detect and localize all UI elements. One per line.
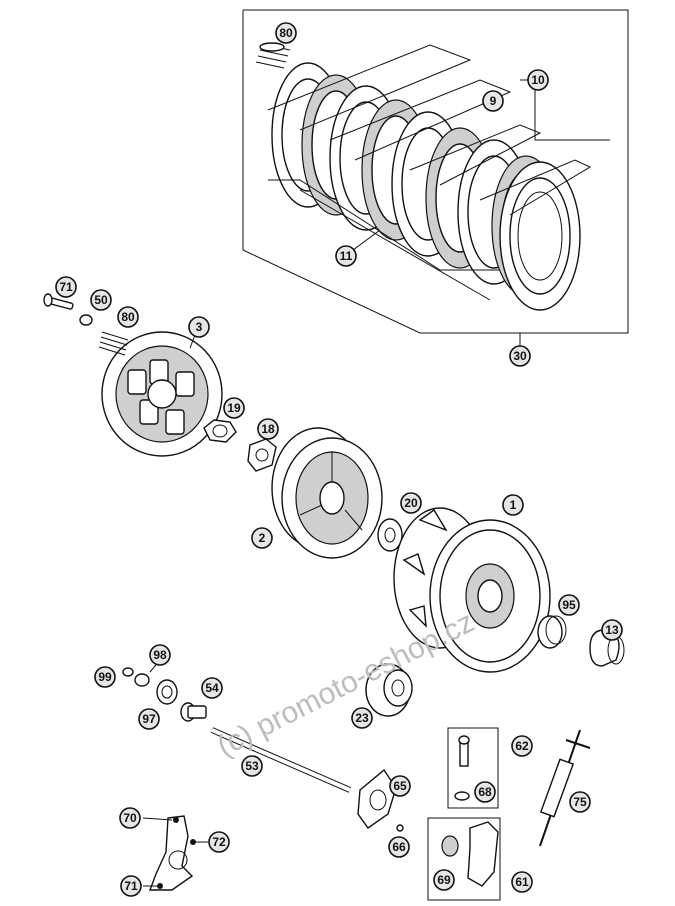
callout-65: 65 xyxy=(389,775,411,797)
callout-number: 98 xyxy=(153,648,167,662)
callout-number: 71 xyxy=(59,280,73,294)
callout-number: 62 xyxy=(515,739,529,753)
needle-bearing xyxy=(537,615,567,649)
inner-clutch-hub xyxy=(271,427,383,559)
primary-gear xyxy=(365,663,413,717)
callout-2: 2 xyxy=(251,527,273,549)
callout-number: 53 xyxy=(245,759,259,773)
callout-3: 3 xyxy=(188,316,210,338)
callout-1: 1 xyxy=(502,494,524,516)
callout-54: 54 xyxy=(201,677,223,699)
callout-68: 68 xyxy=(474,781,496,803)
callout-number: 54 xyxy=(205,681,219,695)
callout-number: 65 xyxy=(393,779,407,793)
callout-number: 11 xyxy=(340,249,353,263)
callout-number: 19 xyxy=(227,401,241,415)
callout-95: 95 xyxy=(558,594,580,616)
callout-70: 70 xyxy=(119,807,141,829)
callout-97: 97 xyxy=(138,708,160,730)
callout-30: 30 xyxy=(509,345,531,367)
bolt-washer-spring xyxy=(43,293,129,356)
callout-18: 18 xyxy=(257,418,279,440)
callout-62: 62 xyxy=(511,735,533,757)
callout-number: 23 xyxy=(355,711,369,725)
callout-80: 80 xyxy=(275,22,297,44)
callout-66: 66 xyxy=(388,836,410,858)
callout-71: 71 xyxy=(120,875,142,897)
callout-number: 61 xyxy=(515,875,529,889)
callout-13: 13 xyxy=(601,619,623,641)
callout-number: 80 xyxy=(279,26,293,40)
callout-number: 20 xyxy=(404,496,418,510)
syringe-tool xyxy=(539,729,591,847)
clutch-disc-stack xyxy=(267,44,610,311)
callout-20: 20 xyxy=(400,492,422,514)
callout-9: 9 xyxy=(482,90,504,112)
callout-10: 10 xyxy=(527,69,549,91)
callout-number: 1 xyxy=(510,498,517,512)
slave-cylinder-box xyxy=(427,817,501,901)
clutch-lever-bracket xyxy=(142,815,208,891)
callout-number: 3 xyxy=(196,320,203,334)
thrust-washer xyxy=(377,518,403,552)
callout-99: 99 xyxy=(94,666,116,688)
callout-98: 98 xyxy=(149,644,171,666)
pressure-plate xyxy=(101,331,223,457)
callout-number: 13 xyxy=(605,623,619,637)
callout-23: 23 xyxy=(351,707,373,729)
callout-number: 30 xyxy=(513,349,527,363)
callout-71: 71 xyxy=(55,276,77,298)
callout-number: 69 xyxy=(437,873,451,887)
callout-number: 2 xyxy=(259,531,266,545)
nut-and-lockwasher xyxy=(203,419,277,472)
callout-labels: 80 10 9 11 30 71 50 80 3 19 18 20 1 2 95 13 98 99 54 97 23 62… xyxy=(55,22,623,897)
callout-number: 68 xyxy=(478,785,492,799)
callout-61: 61 xyxy=(511,871,533,893)
spring-top xyxy=(255,33,291,69)
callout-80: 80 xyxy=(117,306,139,328)
outer-clutch-basket xyxy=(393,507,551,673)
callout-11: 11 xyxy=(335,245,357,267)
callout-number: 80 xyxy=(121,310,135,324)
callout-number: 9 xyxy=(490,94,497,108)
callout-number: 50 xyxy=(94,293,108,307)
callout-number: 75 xyxy=(573,795,587,809)
callout-50: 50 xyxy=(90,289,112,311)
bleeder-box xyxy=(447,727,499,809)
callout-number: 72 xyxy=(212,835,226,849)
callout-number: 99 xyxy=(98,670,112,684)
callout-number: 95 xyxy=(562,598,576,612)
clutch-disc-box xyxy=(242,9,629,346)
callout-53: 53 xyxy=(241,755,263,777)
release-parts xyxy=(122,659,207,722)
callout-number: 70 xyxy=(123,811,137,825)
gasket xyxy=(357,768,404,832)
push-rod xyxy=(210,727,352,793)
callout-number: 10 xyxy=(531,73,545,87)
callout-number: 71 xyxy=(124,879,138,893)
callout-number: 97 xyxy=(142,712,156,726)
callout-72: 72 xyxy=(208,831,230,853)
callout-19: 19 xyxy=(223,397,245,419)
callout-75: 75 xyxy=(569,791,591,813)
callout-number: 18 xyxy=(261,422,275,436)
callout-number: 66 xyxy=(392,840,406,854)
callout-69: 69 xyxy=(433,869,455,891)
